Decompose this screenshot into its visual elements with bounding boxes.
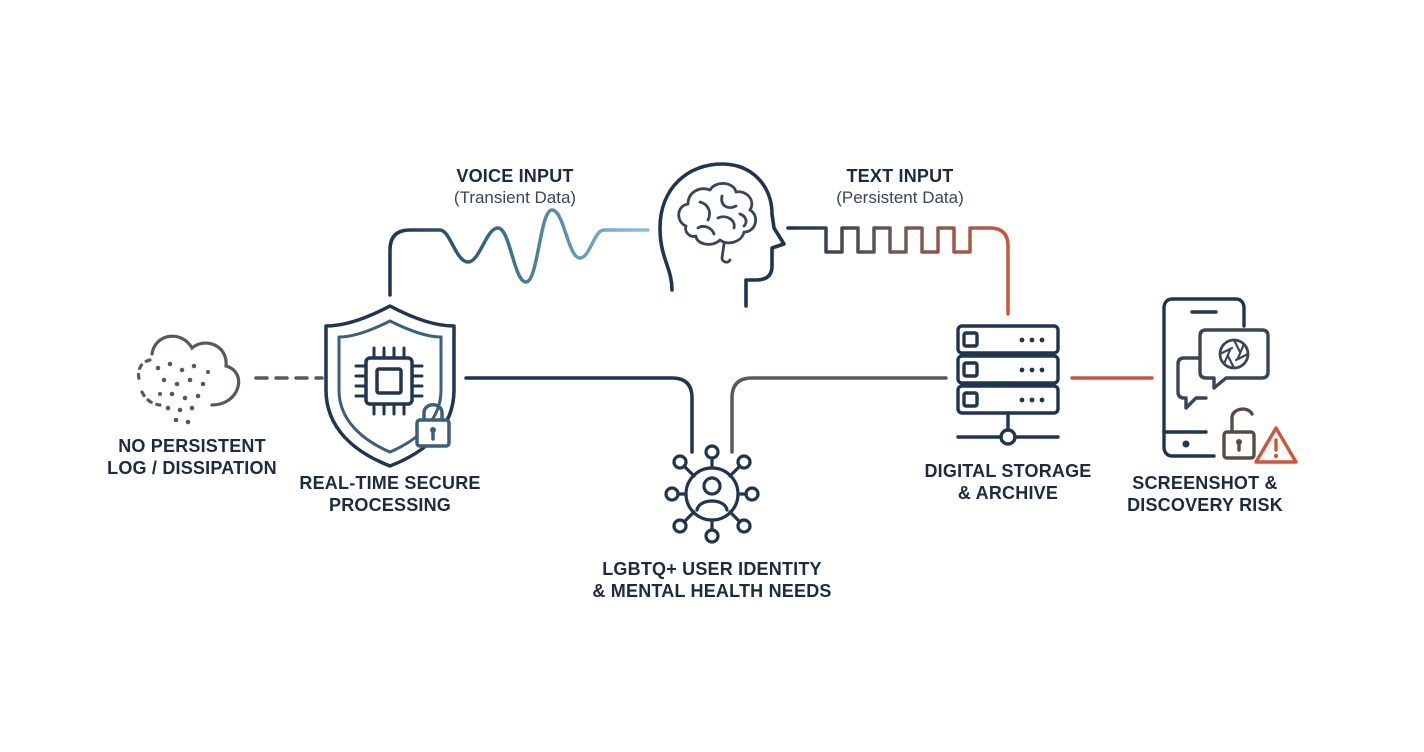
secure-processing-line2: PROCESSING (328, 495, 452, 515)
screenshot-risk-line1: SCREENSHOT & (1132, 473, 1278, 493)
user-network-icon (664, 444, 760, 544)
text-input-label: TEXT INPUT (Persistent Data) (815, 165, 985, 209)
user-identity-line2: & MENTAL HEALTH NEEDS (592, 581, 832, 601)
no-persistent-log-line1: NO PERSISTENT (118, 436, 266, 456)
secure-processing-label: REAL-TIME SECURE PROCESSING (280, 472, 500, 516)
shield-chip-lock-icon (324, 304, 456, 468)
connectors (254, 208, 1154, 454)
screenshot-risk-label: SCREENSHOT & DISCOVERY RISK (1110, 472, 1300, 516)
digital-storage-line2: & ARCHIVE (957, 483, 1059, 503)
secure-to-user-connector (464, 376, 694, 454)
server-rack-icon (956, 324, 1060, 446)
no-persistent-log-line2: LOG / DISSIPATION (107, 458, 277, 478)
screenshot-risk-line2: DISCOVERY RISK (1127, 495, 1283, 515)
text-input-subtitle: (Persistent Data) (836, 188, 964, 207)
phone-warning-icon (1162, 297, 1298, 464)
dissipating-cloud-icon (136, 334, 241, 425)
head-brain-icon (658, 162, 786, 308)
voice-input-label: VOICE INPUT (Transient Data) (430, 165, 600, 209)
user-identity-label: LGBTQ+ USER IDENTITY & MENTAL HEALTH NEE… (582, 558, 842, 602)
voice-input-subtitle: (Transient Data) (453, 188, 577, 207)
user-identity-line1: LGBTQ+ USER IDENTITY (602, 559, 822, 579)
text-wave-connector (786, 226, 1010, 316)
no-persistent-log-label: NO PERSISTENT LOG / DISSIPATION (92, 435, 292, 479)
voice-wave-connector (388, 208, 650, 297)
digital-storage-line1: DIGITAL STORAGE (924, 461, 1092, 481)
storage-to-user-connector (730, 376, 948, 454)
voice-input-title: VOICE INPUT (456, 166, 574, 186)
text-input-title: TEXT INPUT (846, 166, 954, 186)
secure-processing-line1: REAL-TIME SECURE (299, 473, 481, 493)
digital-storage-label: DIGITAL STORAGE & ARCHIVE (908, 460, 1108, 504)
